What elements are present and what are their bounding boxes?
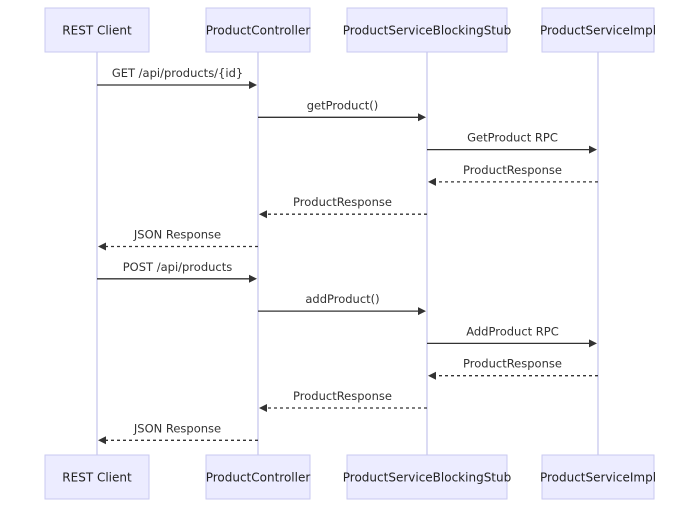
message-1-get-api-products-id: GET /api/products/{id} [97,66,257,89]
message-12-json-response: JSON Response [98,421,258,445]
message-11-productresponse: ProductResponse [259,389,427,412]
actor-bottom-rest: REST Client [44,454,150,500]
message-label: JSON Response [133,228,221,242]
actor-box [44,454,150,500]
lifelines [96,52,599,455]
actor-box [541,454,655,500]
actor-box [44,7,150,53]
actor-label: ProductController [206,24,311,38]
messages: GET /api/products/{id} getProduct() GetPro… [97,66,598,445]
message-label: GetProduct RPC [467,131,558,145]
arrowhead-icon [418,113,426,122]
message-label: ProductResponse [293,389,392,403]
message-label: ProductResponse [463,163,562,177]
arrowhead-icon [249,81,257,89]
arrowhead-icon [589,145,597,154]
message-label: POST /api/products [123,260,232,274]
arrowhead-icon [418,307,426,316]
message-label: JSON Response [133,421,221,435]
arrowhead-icon [249,274,257,283]
actor-top-rest: REST Client [44,7,150,53]
message-3-getproduct-rpc: GetProduct RPC [427,131,597,154]
actor-label: ProductController [206,471,311,485]
message-6-json-response: JSON Response [98,228,258,251]
message-8-addproduct: addProduct() [258,292,426,316]
actor-label: ProductServiceImpl [540,471,656,485]
actor-label: ProductServiceBlockingStub [343,24,511,38]
message-label: ProductResponse [463,357,562,371]
message-label: GET /api/products/{id} [112,66,243,80]
actor-box [541,7,655,53]
actor-top-ctrl: ProductController [205,7,311,53]
message-label: AddProduct RPC [466,324,559,338]
message-9-addproduct-rpc: AddProduct RPC [427,324,597,348]
message-label: getProduct() [307,98,379,112]
arrowhead-icon [589,339,597,348]
message-7-post-api-products: POST /api/products [97,260,257,283]
arrowhead-icon [428,177,436,186]
actor-label: REST Client [62,471,132,485]
actor-label: REST Client [62,24,132,38]
arrowhead-icon [98,242,106,251]
actor-box [205,454,311,500]
actor-bottom-stub: ProductServiceBlockingStub [343,454,511,500]
actor-box [346,7,508,53]
message-2-getproduct: getProduct() [258,98,426,122]
message-10-productresponse: ProductResponse [428,357,598,380]
arrowhead-icon [428,371,436,380]
actor-label: ProductServiceImpl [540,24,656,38]
message-label: addProduct() [305,292,379,306]
arrowhead-icon [259,210,267,219]
message-4-productresponse: ProductResponse [428,163,598,186]
message-5-productresponse: ProductResponse [259,195,427,219]
actor-bottom-impl: ProductServiceImpl [540,454,656,500]
arrowhead-icon [98,436,106,445]
actor-box [346,454,508,500]
actor-top-stub: ProductServiceBlockingStub [343,7,511,53]
actor-label: ProductServiceBlockingStub [343,471,511,485]
actors-bottom: REST Client ProductController ProductServi… [44,454,656,500]
actor-bottom-ctrl: ProductController [205,454,311,500]
message-label: ProductResponse [293,195,392,209]
arrowhead-icon [259,404,267,412]
actors-top: REST Client ProductController ProductServi… [44,7,656,53]
actor-box [205,7,311,53]
actor-top-impl: ProductServiceImpl [540,7,656,53]
